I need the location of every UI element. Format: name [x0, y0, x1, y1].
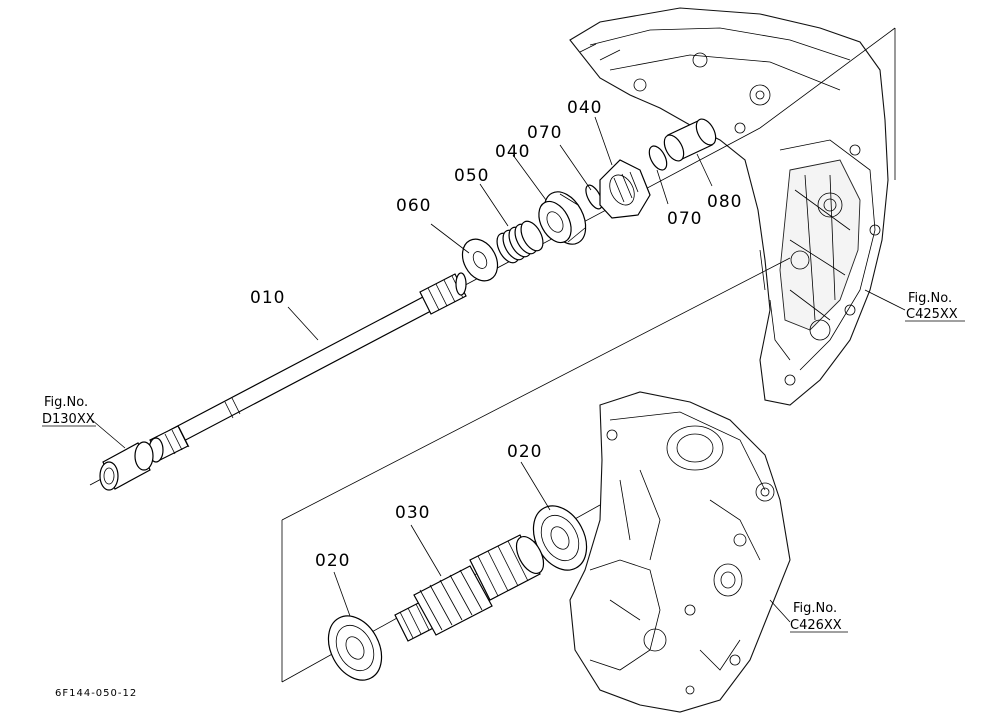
callout-020-left: 020	[315, 551, 350, 571]
callout-040-right: 040	[567, 98, 602, 118]
fig-ref-lower-number: C426XX	[790, 618, 842, 633]
circlip-070-right	[648, 145, 668, 171]
fig-ref-upper-label: Fig.No.	[908, 291, 952, 306]
callout-080: 080	[707, 192, 742, 212]
callout-060: 060	[396, 196, 431, 216]
callout-040-left: 040	[495, 142, 530, 162]
needle-bearing-d130xx	[99, 441, 154, 491]
callout-070-right: 070	[667, 209, 702, 229]
upper-transmission-case	[569, 7, 889, 406]
callout-010: 010	[250, 288, 285, 308]
lower-transmission-case	[569, 391, 791, 713]
figure-ref-underlines	[42, 320, 965, 633]
fig-ref-upper-number: C425XX	[906, 307, 958, 322]
callout-070-left: 070	[527, 123, 562, 143]
shifter-040-left	[538, 191, 587, 245]
callout-020-right: 020	[507, 442, 542, 462]
ball-bearing-020-right	[532, 505, 588, 571]
fig-ref-left-number: D130XX	[42, 412, 95, 427]
fig-ref-left-label: Fig.No.	[44, 395, 88, 410]
callout-050: 050	[454, 166, 489, 186]
main-shaft	[148, 272, 467, 463]
leader-lines	[91, 116, 906, 623]
gear-shaft-030	[394, 534, 545, 642]
collar-080	[663, 118, 717, 162]
ball-bearing-020-left	[327, 615, 383, 681]
document-id: 6F144-050-12	[55, 688, 137, 699]
fig-ref-lower-label: Fig.No.	[793, 601, 837, 616]
callout-030: 030	[395, 503, 430, 523]
spring-050	[496, 220, 544, 264]
shifter-040-right	[599, 159, 651, 219]
thrust-washer-060	[461, 238, 499, 282]
